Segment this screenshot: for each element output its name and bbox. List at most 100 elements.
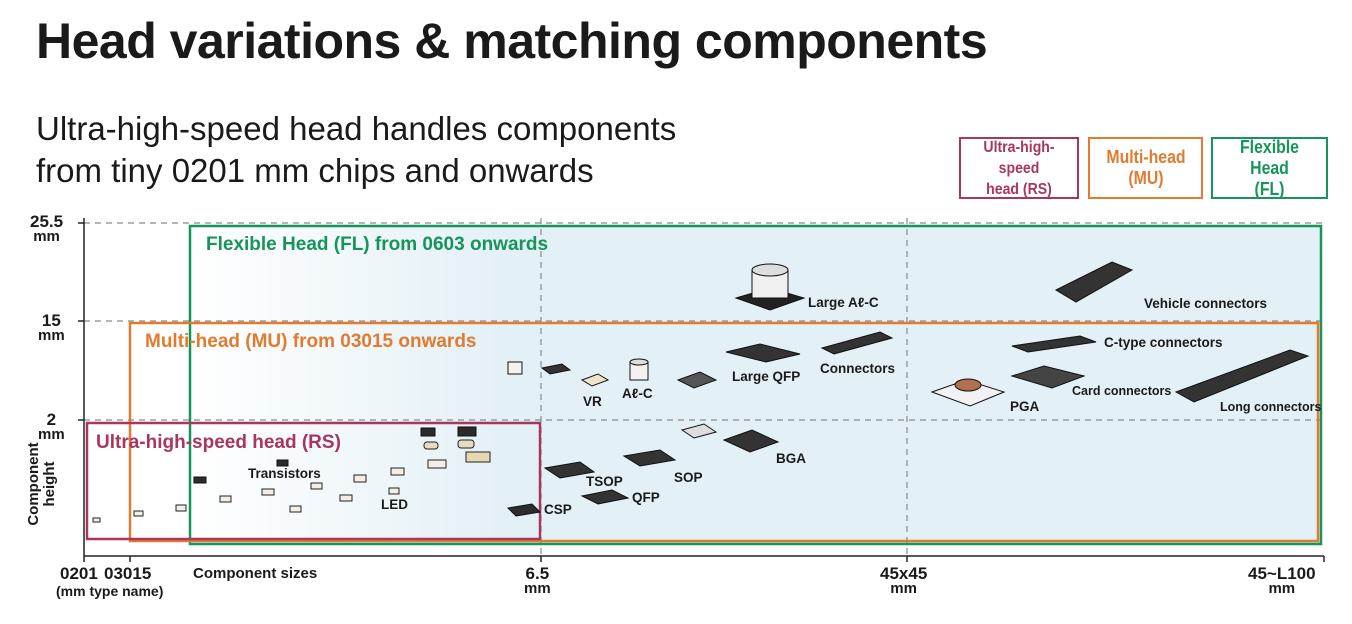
c-type-connectors-label: C-type connectors xyxy=(1104,335,1223,350)
ic-small-component xyxy=(680,423,718,439)
x-tick-label-45x45: 45x45 mm xyxy=(880,564,928,597)
large-qfp-label: Large QFP xyxy=(732,369,801,384)
y-axis-label-line1: Component xyxy=(25,442,42,526)
y-tick-value: 15 xyxy=(41,311,61,330)
x-axis-caption: Component sizes xyxy=(193,565,318,582)
y-axis-label-line2: height xyxy=(41,461,58,507)
x-tick-value: 45~L100 xyxy=(1248,564,1316,583)
connectors-label: Connectors xyxy=(820,361,896,376)
x-tick-unit: mm xyxy=(524,580,551,597)
chip-j xyxy=(465,451,491,463)
rs-region-label: Ultra-high-speed head (RS) xyxy=(96,432,341,453)
qfp-label: QFP xyxy=(632,490,660,505)
sop-label: SOP xyxy=(674,470,703,485)
cylinder-components xyxy=(423,439,475,450)
small-dark-components xyxy=(193,426,477,484)
legend-mu: Multi-head(MU) xyxy=(1088,137,1203,199)
bga-component xyxy=(722,429,780,453)
x-tick-unit: mm xyxy=(1268,580,1296,597)
legend-rs-line1: Ultra-high-speed xyxy=(983,138,1055,177)
chip-f xyxy=(339,494,353,502)
y-axis-label: Component height xyxy=(25,414,58,554)
card-connector-component xyxy=(1010,365,1086,389)
vehicle-connectors-label: Vehicle connectors xyxy=(1144,296,1268,311)
x-axis-note: (mm type name) xyxy=(56,583,164,599)
y-tick-unit: mm xyxy=(38,426,65,443)
small-cap-component xyxy=(507,361,523,375)
sot-a xyxy=(193,476,207,484)
qfp-component xyxy=(580,489,630,505)
vr-component xyxy=(580,373,610,387)
y-tick-label-25-5: 25.5 mm xyxy=(30,212,64,245)
csp-component xyxy=(506,503,542,517)
legend-fl: Flexible Head(FL) xyxy=(1211,137,1328,199)
y-tick-label-15: 15 mm xyxy=(38,311,65,344)
x-tick-label-0201: 0201 xyxy=(60,564,98,583)
bga-label: BGA xyxy=(776,451,806,466)
chip-c xyxy=(261,488,275,496)
vehicle-connector-component xyxy=(1054,261,1134,303)
legend-rs: Ultra-high-speed head (RS) xyxy=(959,137,1079,199)
large-alc-label: Large Aℓ-C xyxy=(808,295,879,310)
card-connectors-label: Card connectors xyxy=(1072,384,1172,398)
vr-label: VR xyxy=(583,394,602,409)
pga-component xyxy=(930,378,1006,407)
long-connectors-label: Long connectors xyxy=(1220,400,1322,414)
large-alc-component xyxy=(734,263,806,311)
connector-component xyxy=(820,331,894,355)
chip-e xyxy=(310,482,323,490)
y-tick-unit: mm xyxy=(38,327,65,344)
tsop-label: TSOP xyxy=(586,474,623,489)
chip-0201 xyxy=(92,517,101,523)
legend-mu-line1: Multi-head xyxy=(1105,147,1186,167)
chip-03015 xyxy=(133,510,144,517)
rs-region-outline xyxy=(85,421,542,541)
led-component xyxy=(388,487,400,495)
sot-b xyxy=(420,427,436,437)
chip-components xyxy=(92,451,491,523)
axes xyxy=(78,218,1325,562)
legend-fl-line1: Flexible Head xyxy=(1240,136,1299,178)
page-title: Head variations & matching components xyxy=(36,13,988,69)
chip-a xyxy=(175,504,187,512)
pga-label: PGA xyxy=(1010,399,1040,414)
chip-b xyxy=(219,495,232,503)
x-tick-label-l100: 45~L100 mm xyxy=(1248,564,1316,597)
x-tick-unit: mm xyxy=(890,580,917,597)
y-tick-value: 2 xyxy=(46,410,57,429)
subtitle-line-2: from tiny 0201 mm chips and onwards xyxy=(36,152,594,189)
relay-component xyxy=(676,371,718,389)
fl-region-outline xyxy=(188,224,1323,546)
alc-label: Aℓ-C xyxy=(622,386,653,401)
sop-component xyxy=(622,449,677,467)
x-tick-value: 6.5 xyxy=(525,564,550,583)
led-label: LED xyxy=(381,497,408,512)
x-tick-label-03015: 03015 xyxy=(104,564,152,583)
legend-mu-line2: (MU) xyxy=(1127,168,1164,188)
y-tick-label-2: 2 mm xyxy=(38,410,65,443)
mu-region-label: Multi-head (MU) from 03015 onwards xyxy=(145,331,477,352)
chip-g xyxy=(353,474,367,483)
transistors-label: Transistors xyxy=(248,466,321,481)
x-tick-label-6-5: 6.5 mm xyxy=(524,564,551,597)
x-tick-value: 45x45 xyxy=(880,564,928,583)
grid-lines xyxy=(84,218,1324,556)
alc-component xyxy=(629,358,649,381)
legend-fl-line2: (FL) xyxy=(1254,178,1285,199)
page-subtitle: Ultra-high-speed head handles components… xyxy=(36,108,676,192)
c-type-connector-component xyxy=(1011,335,1097,353)
tsop-component xyxy=(543,461,596,479)
chip-d xyxy=(289,505,302,513)
mu-region-outline xyxy=(128,321,1320,543)
sot-c xyxy=(457,426,477,437)
legend-rs-line2: head (RS) xyxy=(986,180,1052,198)
long-connector-component xyxy=(1174,349,1310,403)
large-qfp-component xyxy=(725,343,801,363)
tiny-ic-component xyxy=(540,363,572,375)
csp-label: CSP xyxy=(544,502,572,517)
y-tick-value: 25.5 xyxy=(30,212,64,231)
y-tick-unit: mm xyxy=(33,228,60,245)
transistor-component xyxy=(276,459,289,467)
chip-h xyxy=(390,467,405,476)
